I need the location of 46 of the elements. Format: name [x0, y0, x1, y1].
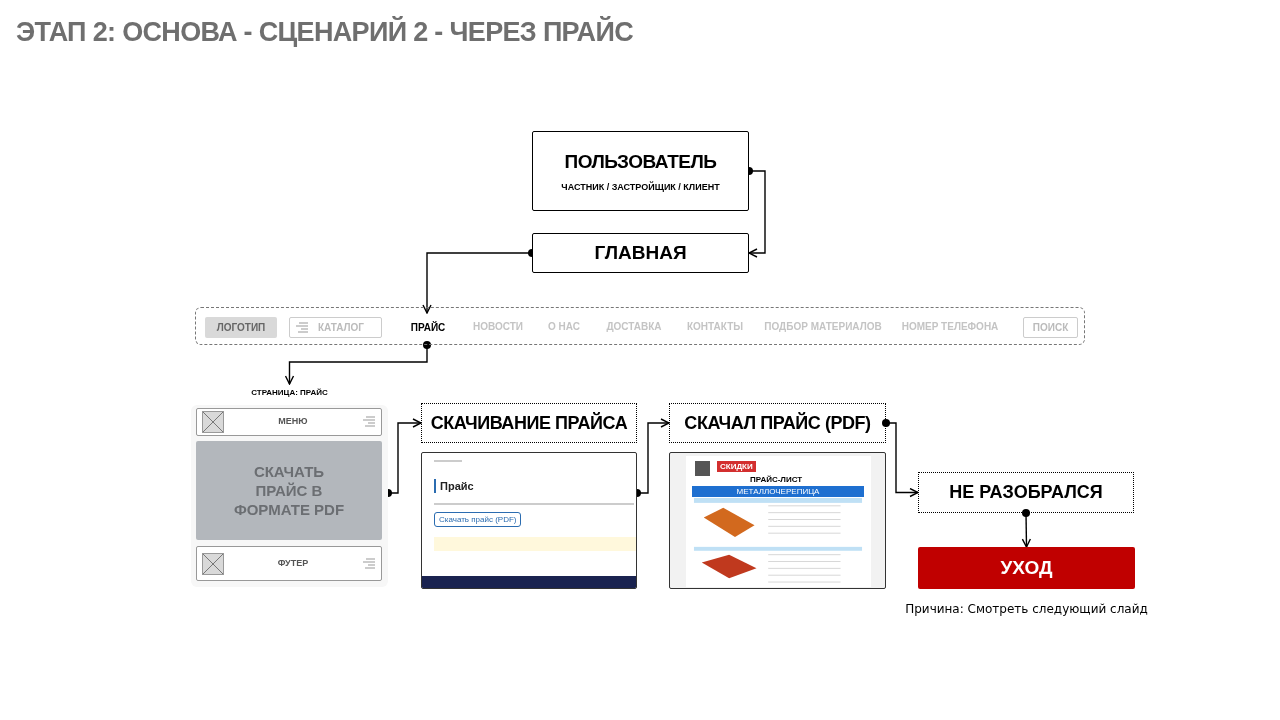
- page-heading: Прайс: [440, 479, 474, 494]
- reason-note: Причина: Смотреть следующий слайд: [905, 601, 1148, 618]
- nav-item-text: КОНТАКТЫ: [686, 320, 744, 334]
- document-preview: [669, 452, 886, 589]
- nav-item-text: КАТАЛОГ: [317, 321, 364, 335]
- discount-badge: СКИДКИ: [717, 461, 756, 472]
- step-box: [918, 472, 1134, 513]
- exit-box: [918, 547, 1135, 589]
- nav-item-text: НОМЕР ТЕЛЕФОНА: [901, 320, 999, 334]
- nav-item-text: НОВОСТИ: [473, 320, 523, 334]
- nav-item-text: О НАС: [548, 320, 580, 334]
- wireframe-section-label: МЕНЮ: [277, 415, 309, 429]
- section-bar: МЕТАЛЛОЧЕРЕПИЦА: [692, 486, 864, 497]
- nav-item-text: ПОИСК: [1032, 321, 1069, 335]
- step-box: [421, 403, 637, 443]
- connector-arrow: [882, 419, 919, 498]
- node-label: УХОД: [1000, 555, 1053, 580]
- nav-item-box: [205, 317, 277, 338]
- page-caption: СТРАНИЦА: ПРАЙС: [250, 387, 329, 399]
- connector-arrow: [1021, 509, 1032, 548]
- wireframe-header: [196, 408, 382, 436]
- nav-link: ПРАЙС: [410, 320, 446, 335]
- wireframe-content-block: [196, 441, 382, 540]
- webpage-screenshot: [421, 452, 637, 589]
- document-title: ПРАЙС-ЛИСТ: [750, 475, 803, 485]
- slide-title: ЭТАП 2: ОСНОВА - СЦЕНАРИЙ 2 - ЧЕРЕЗ ПРАЙС: [16, 15, 633, 49]
- process-box: [532, 131, 749, 211]
- connector-arrow: [284, 341, 431, 385]
- node-label: СКАЧАТЬ ПРАЙС В ФОРМАТЕ PDF: [232, 462, 346, 519]
- step-box: [669, 403, 886, 443]
- wireframe-section-label: ФУТЕР: [276, 556, 310, 570]
- node-title: ПОЛЬЗОВАТЕЛЬ: [564, 150, 717, 174]
- nav-item-text: ДОСТАВКА: [606, 320, 662, 334]
- node-label: СКАЧИВАНИЕ ПРАЙСА: [430, 411, 628, 435]
- process-box: [532, 233, 749, 273]
- node-subtitle: ЧАСТНИК / ЗАСТРОЙЩИК / КЛИЕНТ: [561, 180, 720, 194]
- node-label: ГЛАВНАЯ: [594, 240, 687, 265]
- nav-item-text: ПОДБОР МАТЕРИАЛОВ: [764, 320, 882, 334]
- navigation-bar: [195, 307, 1085, 345]
- nav-item-text: ЛОГОТИП: [216, 321, 266, 335]
- catalog-button: [289, 317, 382, 338]
- search-button: [1023, 317, 1078, 338]
- node-label: НЕ РАЗОБРАЛСЯ: [949, 481, 1103, 504]
- download-button: Скачать прайс (PDF): [434, 512, 522, 527]
- node-label: СКАЧАЛ ПРАЙС (PDF): [684, 411, 871, 435]
- wireframe-footer: [196, 546, 382, 581]
